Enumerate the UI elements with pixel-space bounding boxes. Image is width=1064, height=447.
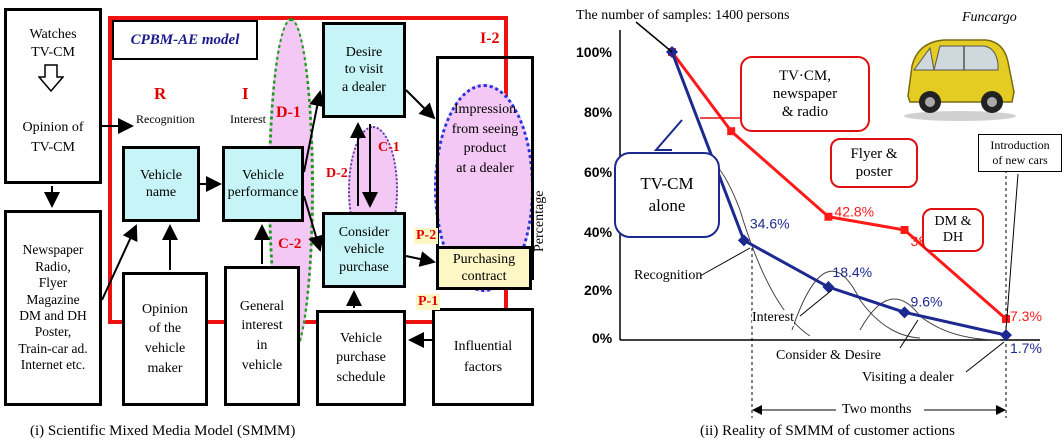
samples-pointer xyxy=(635,21,673,53)
intro-new-cars-callout: Introduction of new cars xyxy=(978,134,1062,172)
y-tick-80: 80% xyxy=(584,104,613,120)
right-caption: (ii) Reality of SMMM of customer actions xyxy=(700,423,955,439)
car-label: Funcargo xyxy=(962,10,1017,25)
watches-tvcm-box xyxy=(4,8,102,184)
d2-label: D-2 xyxy=(326,166,348,181)
model-title: CPBM-AE model xyxy=(130,31,240,48)
i-letter: I xyxy=(242,84,249,103)
series-1-point-1 xyxy=(737,234,750,247)
intro-pointer xyxy=(1005,173,1019,331)
interest-pointer xyxy=(799,289,833,317)
consider-purchase-box: Consider vehicle purchase xyxy=(322,212,406,288)
car-image xyxy=(900,30,1020,127)
series-1-point-2 xyxy=(822,281,835,294)
vehicle-performance-box: Vehicle performance xyxy=(222,146,304,222)
samples-note: The number of samples: 1400 persons xyxy=(576,8,790,23)
curve-interest xyxy=(791,270,921,339)
consider-pointer xyxy=(899,319,919,349)
tvcm-alone-callout: TV-CM alone xyxy=(614,152,720,238)
series-0-point-4 xyxy=(1002,314,1010,323)
visiting-pointer xyxy=(965,341,1005,373)
vehicle-name-box: Vehicle name xyxy=(122,146,200,222)
down-arrow-icon xyxy=(37,64,65,97)
opinion-maker-box: Opinion of the vehicle maker xyxy=(122,272,208,406)
series-0-point-2 xyxy=(824,212,833,221)
desire-visit-box: Desire to visit a dealer xyxy=(322,22,406,118)
series-1-value-label-3: 9.6% xyxy=(911,293,943,309)
y-tick-0: 0% xyxy=(592,330,613,346)
diagram-arrows xyxy=(44,89,436,348)
two-months-arrowhead-left xyxy=(752,405,762,415)
series-1-point-3 xyxy=(898,306,911,319)
recognition-pointer xyxy=(699,247,751,277)
p1-label: P-1 xyxy=(416,294,441,310)
recognition-stage: Recognition xyxy=(136,112,195,126)
y-tick-20: 20% xyxy=(584,282,613,298)
series-1-value-label-4: 1.7% xyxy=(1010,340,1042,356)
purchase-schedule-box: Vehicle purchase schedule xyxy=(316,310,406,406)
recognition-label: Recognition xyxy=(634,268,703,283)
c1-label: C-1 xyxy=(378,140,400,155)
series-1-value-label-2: 18.4% xyxy=(832,264,872,280)
purchasing-contract-box: Purchasing contract xyxy=(436,246,532,290)
model-title-box: CPBM-AE model xyxy=(112,20,258,60)
two-months-arrowhead-right xyxy=(996,405,1006,415)
series-0-value-label-4: 7.3% xyxy=(1010,308,1042,324)
interest-stage: Interest xyxy=(230,112,266,126)
series-1-point-4 xyxy=(1000,329,1012,342)
general-interest-box: General interest in vehicle xyxy=(224,266,300,406)
y-tick-60: 60% xyxy=(584,164,613,180)
y-tick-100: 100% xyxy=(576,44,612,60)
watches-tvcm-label: Watches TV-CM xyxy=(29,27,77,60)
influential-factors-box: Influential factors xyxy=(432,308,534,406)
dm-dh-callout: DM & DH xyxy=(922,208,984,252)
y-tick-40: 40% xyxy=(584,224,613,240)
left-caption: (i) Scientific Mixed Media Model (SMMM) xyxy=(30,423,296,439)
opinion-tvcm-label: Opinion of TV-CM xyxy=(22,120,84,156)
two-months-label: Two months xyxy=(842,402,912,417)
r-letter: R xyxy=(154,84,167,103)
impression-label: Impression from seeing product at a deal… xyxy=(451,102,519,176)
series-0-value-label-2: 42.8% xyxy=(834,204,874,220)
series-0-point-1 xyxy=(727,127,736,136)
tv-media-callout: TV·CM, newspaper & radio xyxy=(740,56,870,132)
p2-label: P-2 xyxy=(414,228,439,244)
media-box: Newspaper Radio, Flyer Magazine DM and D… xyxy=(4,210,102,406)
visiting-dealer-label: Visiting a dealer xyxy=(862,370,954,385)
c2-label: C-2 xyxy=(278,236,302,252)
series-1-value-label-1: 34.6% xyxy=(750,215,790,231)
d1-label: D-1 xyxy=(276,104,301,121)
interest-label: Interest xyxy=(752,310,794,326)
consider-desire-label: Consider & Desire xyxy=(776,348,881,363)
flyer-poster-callout: Flyer & poster xyxy=(830,138,918,188)
tvcm-alone-pointer xyxy=(653,119,683,151)
series-0-point-3 xyxy=(900,225,909,234)
i2-label: I-2 xyxy=(480,30,500,47)
